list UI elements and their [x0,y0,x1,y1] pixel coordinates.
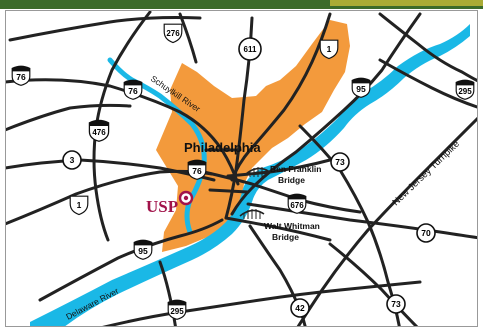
svg-text:95: 95 [356,84,366,94]
road-north-arc [178,12,198,64]
svg-text:76: 76 [128,86,138,96]
road-us276 [8,16,202,42]
route-shields: 76 476 95 295 76 76 676 95 [11,23,475,320]
svg-text:73: 73 [335,157,345,167]
road-center-grid [204,148,250,194]
shield-nj42: 42 [290,298,310,318]
walt-whitman-bridge-label: Walt Whitman Bridge [264,221,322,242]
svg-text:611: 611 [244,45,257,54]
road-us1-northeast [230,12,332,182]
shield-nj73-north: 73 [330,152,350,172]
shield-i76-center: 76 [187,159,207,180]
road-us1-west [5,169,214,226]
svg-text:1: 1 [77,200,82,210]
shield-pa3: 3 [62,150,82,170]
road-nj42 [248,224,307,327]
shield-nj70: 70 [416,223,436,243]
shield-i676: 676 [287,193,307,214]
svg-text:95: 95 [138,246,148,256]
walt-whitman-bridge-graphic [239,209,265,219]
svg-text:76: 76 [192,166,202,176]
road-nj-turnpike [296,116,478,327]
shield-us276: 276 [163,23,183,44]
road-walt-whitman-link [224,216,332,242]
shield-i76-northwest: 76 [11,65,31,86]
map-frame [5,10,478,327]
philadelphia-label: Philadelphia [184,140,261,155]
svg-text:70: 70 [421,228,431,238]
delaware-river [30,24,470,327]
svg-text:276: 276 [166,29,180,38]
shield-i95-southwest: 95 [133,239,153,260]
shield-us1-northeast: 1 [319,39,339,60]
road-i676 [202,170,362,214]
shield-nj73-south: 73 [386,294,406,314]
top-frame-strip [0,0,483,9]
svg-text:3: 3 [70,155,75,165]
svg-text:1: 1 [327,44,332,54]
philadelphia-city-area [156,20,350,252]
road-i295-south [97,280,422,327]
shield-i76-mid: 76 [123,79,143,100]
road-east-top [378,12,478,83]
svg-text:676: 676 [290,201,304,210]
usp-logo-text: USP [146,197,178,216]
usp-logo: USP [146,190,194,216]
road-pa3 [5,158,216,182]
shield-i476: 476 [88,119,110,142]
road-south-arc [158,260,178,327]
svg-text:476: 476 [92,128,106,137]
road-i76-northwest [5,78,240,186]
shield-us1-west: 1 [69,195,89,216]
road-network [5,10,478,327]
shield-i295-south: 295 [167,299,187,320]
ben-franklin-bridge-graphic [245,167,271,177]
shield-i95-northeast: 95 [351,77,371,98]
top-frame-accent [330,0,483,6]
shield-i295-northeast: 295 [455,79,475,100]
svg-text:295: 295 [170,307,184,316]
svg-text:76: 76 [16,72,26,82]
road-southeast [328,242,420,327]
svg-text:73: 73 [391,299,401,309]
road-i295-east [378,58,478,109]
road-west-loop [5,103,132,132]
ben-franklin-bridge-label: Ben Franklin Bridge [270,164,324,185]
svg-text:42: 42 [295,303,305,313]
svg-text:295: 295 [458,87,472,96]
shield-pa611: 611 [238,37,262,61]
road-i95-northeast [230,12,422,216]
